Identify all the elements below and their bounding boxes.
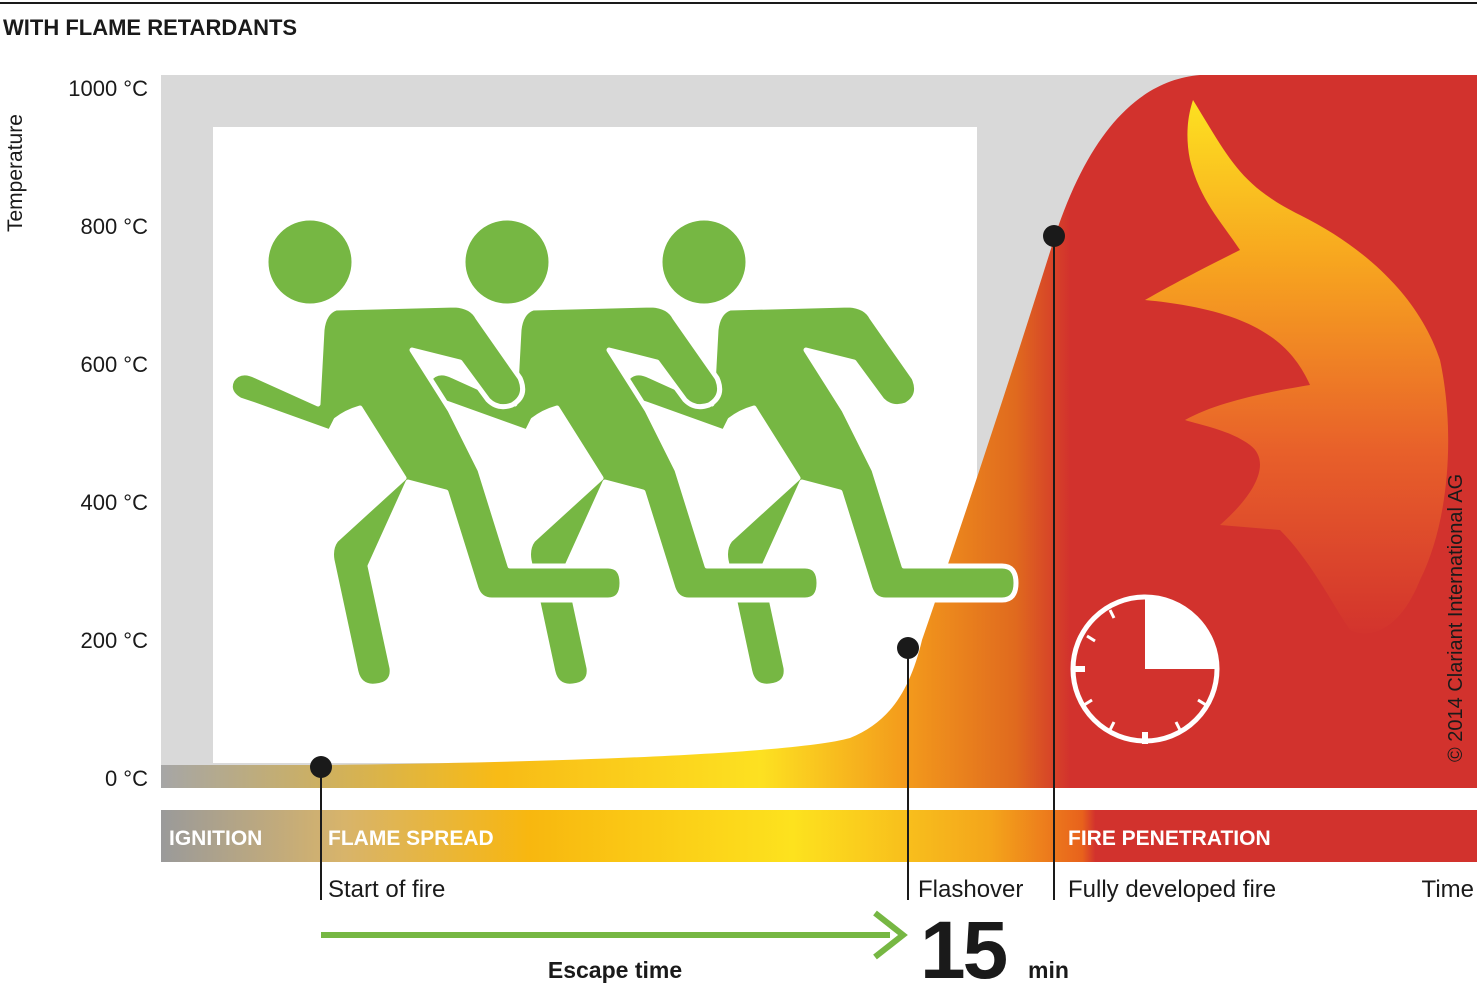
escape-time-unit: min — [1028, 957, 1069, 983]
label-time: Time — [1422, 876, 1474, 903]
label-start-of-fire: Start of fire — [328, 876, 445, 903]
flashover-marker — [897, 637, 919, 659]
label-flashover: Flashover — [918, 876, 1023, 903]
y-tick-0: 0 °C — [105, 766, 148, 791]
start-marker — [310, 756, 332, 778]
y-tick-800: 800 °C — [80, 214, 148, 239]
flame-icon — [1145, 100, 1449, 634]
diagram-title: WITH FLAME RETARDANTS — [3, 15, 297, 40]
phase-ignition: IGNITION — [169, 827, 262, 850]
y-tick-400: 400 °C — [80, 490, 148, 515]
y-tick-200: 200 °C — [80, 628, 148, 653]
y-tick-1000: 1000 °C — [68, 76, 148, 101]
y-axis-label: Temperature — [4, 114, 27, 232]
escape-time-value: 15 — [920, 905, 1007, 996]
y-tick-600: 600 °C — [80, 352, 148, 377]
phase-flame-spread: FLAME SPREAD — [328, 827, 494, 850]
fully-developed-marker — [1043, 225, 1065, 247]
y-axis-ticks: 1000 °C 800 °C 600 °C 400 °C 200 °C 0 °C — [68, 76, 148, 791]
event-markers — [310, 225, 1065, 900]
label-fully-developed: Fully developed fire — [1068, 876, 1276, 903]
escape-time-label: Escape time — [548, 957, 682, 983]
phase-bar — [161, 810, 1477, 862]
clock-icon — [1070, 594, 1220, 744]
phase-fire-penetration: FIRE PENETRATION — [1068, 827, 1271, 850]
copyright-text: © 2014 Clariant International AG — [1445, 474, 1467, 762]
escape-arrow — [321, 910, 908, 960]
